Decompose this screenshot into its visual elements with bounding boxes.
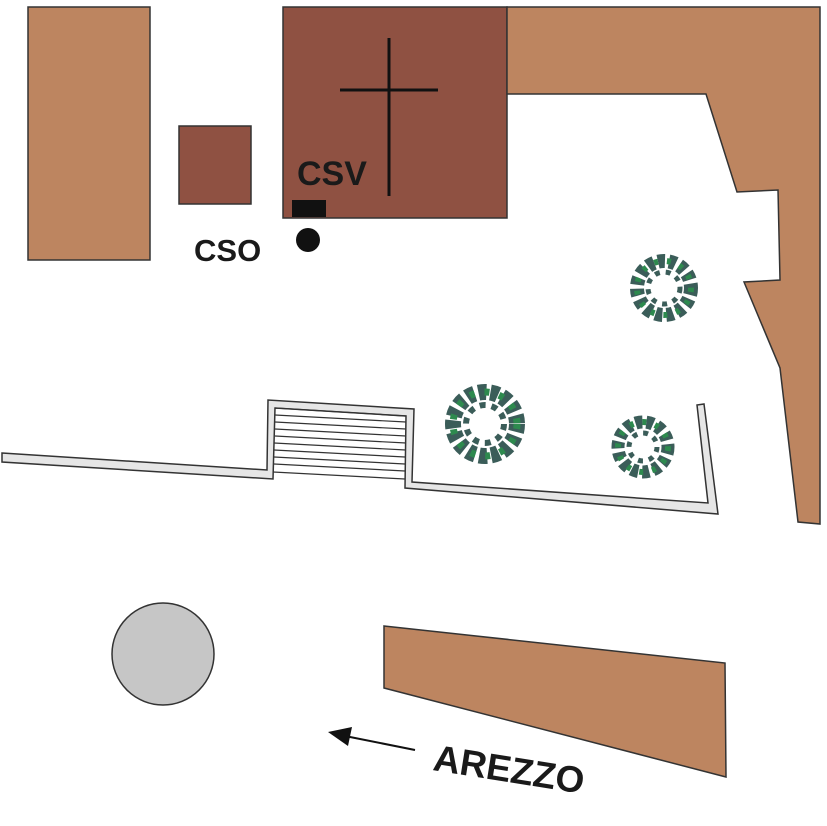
wall bbox=[1, 399, 719, 515]
dot-icon bbox=[296, 228, 320, 252]
building-bottom bbox=[383, 625, 727, 778]
tree-icon bbox=[611, 415, 675, 479]
tree-icon bbox=[445, 384, 525, 464]
tree-icon bbox=[630, 254, 698, 322]
label-csv: CSV bbox=[297, 155, 367, 193]
cross-icon bbox=[340, 38, 438, 196]
church bbox=[282, 6, 508, 219]
label-cso: CSO bbox=[194, 233, 261, 268]
rectangle-icon bbox=[292, 200, 326, 217]
arrow-left-icon bbox=[328, 727, 416, 751]
building-right bbox=[506, 6, 821, 525]
building-left bbox=[27, 6, 151, 261]
building-small bbox=[178, 125, 252, 205]
label-arezzo: AREZZO bbox=[431, 737, 588, 801]
stairs bbox=[272, 407, 407, 480]
roundabout bbox=[111, 602, 215, 706]
